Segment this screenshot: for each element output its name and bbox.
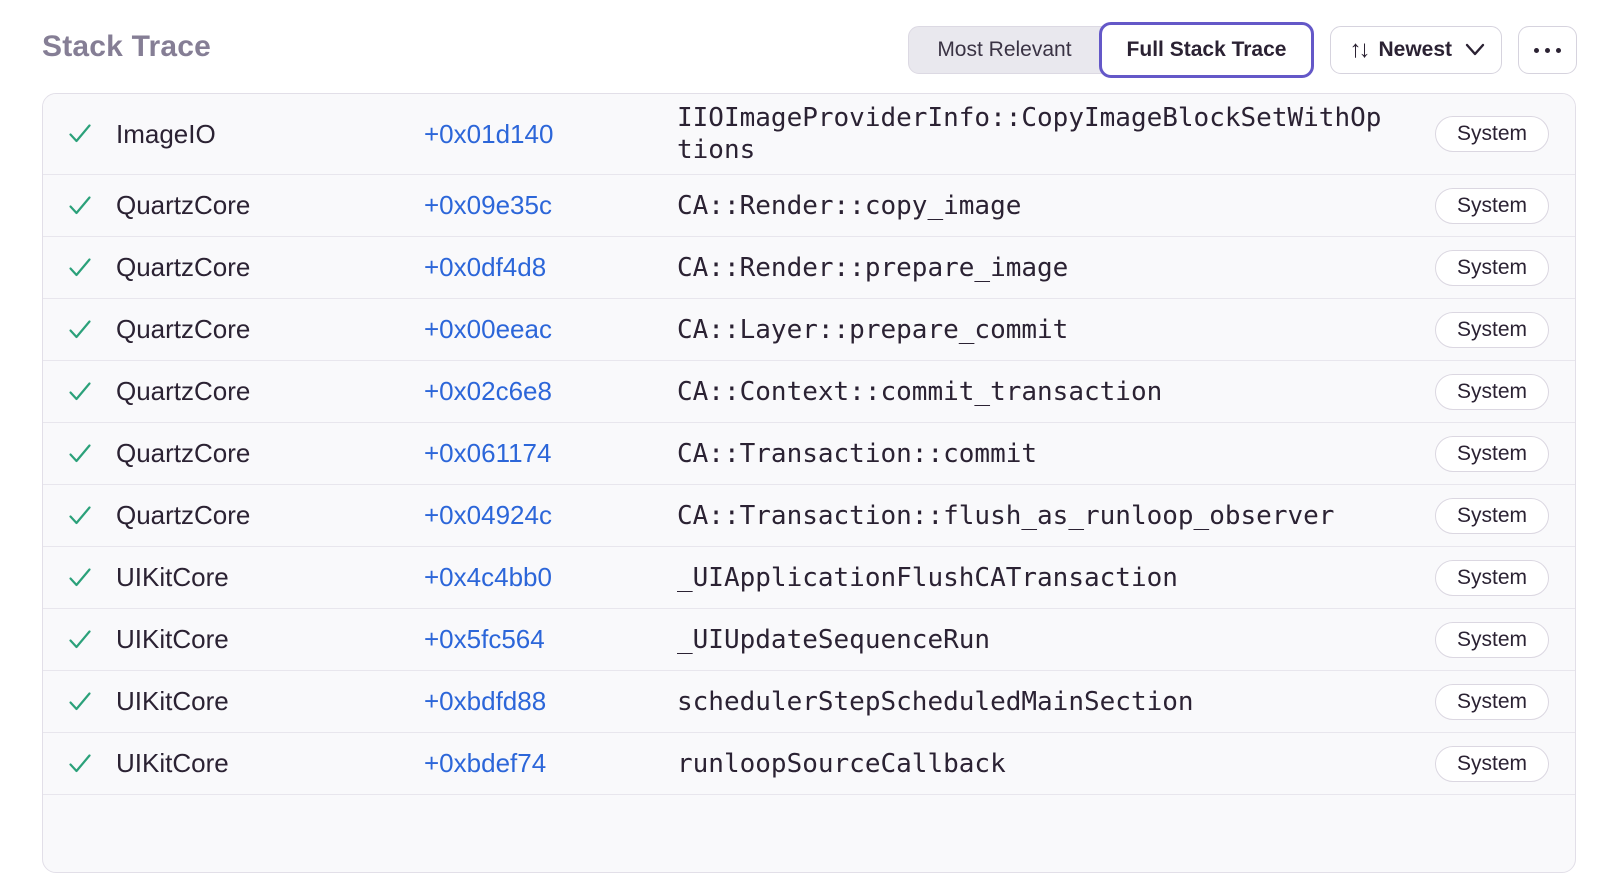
table-row-partial [43,795,1575,855]
frame-module: QuartzCore [116,252,251,282]
page-title: Stack Trace [42,30,211,63]
frame-system-badge: System [1434,249,1549,286]
view-toggle: Most Relevant Full Stack Trace [908,22,1315,78]
frame-address-link[interactable]: +0x0df4d8 [424,252,547,282]
table-row[interactable]: QuartzCore +0x061174 CA::Transaction::co… [43,423,1575,485]
table-row[interactable]: UIKitCore +0x5fc564 _UIUpdateSequenceRun… [43,609,1575,671]
frame-system-badge: System [1434,497,1549,534]
frame-address-link[interactable]: +0x09e35c [424,190,552,220]
table-row[interactable]: UIKitCore +0x4c4bb0 _UIApplicationFlushC… [43,547,1575,609]
frame-function: CA::Transaction::commit [677,438,1038,469]
table-row[interactable]: QuartzCore +0x09e35c CA::Render::copy_im… [43,175,1575,237]
check-icon [66,254,94,282]
check-icon [66,192,94,220]
table-row[interactable]: UIKitCore +0xbdef74 runloopSourceCallbac… [43,733,1575,795]
frame-function: CA::Layer::prepare_commit [677,314,1069,345]
frame-address-link[interactable]: +0x04924c [424,500,552,530]
check-icon [66,750,94,778]
frame-system-badge: System [1434,187,1549,224]
frame-function: CA::Render::copy_image [677,190,1022,221]
table-row[interactable]: UIKitCore +0xbdfd88 schedulerStepSchedul… [43,671,1575,733]
frame-module: UIKitCore [116,562,229,592]
frame-address-link[interactable]: +0xbdef74 [424,748,547,778]
frame-system-badge: System [1434,621,1549,658]
frame-system-badge: System [1434,311,1549,348]
sort-arrows-icon: ↑↓ [1349,36,1370,63]
frame-system-badge: System [1434,683,1549,720]
frame-function: CA::Render::prepare_image [677,252,1069,283]
frame-function: runloopSourceCallback [677,748,1006,779]
frame-module: UIKitCore [116,748,229,778]
more-options-button[interactable] [1518,26,1577,74]
check-icon [66,564,94,592]
check-icon [66,316,94,344]
frame-system-badge: System [1434,435,1549,472]
frame-system-badge: System [1434,116,1549,152]
frame-module: QuartzCore [116,500,251,530]
check-icon [66,120,94,148]
table-row[interactable]: QuartzCore +0x00eeac CA::Layer::prepare_… [43,299,1575,361]
table-row[interactable]: ImageIO +0x01d140 IIOImageProviderInfo::… [43,94,1575,175]
check-icon [66,378,94,406]
frame-module: UIKitCore [116,624,229,654]
stack-trace-table: ImageIO +0x01d140 IIOImageProviderInfo::… [42,93,1576,873]
stack-trace-header: Stack Trace Most Relevant Full Stack Tra… [0,0,1614,93]
header-controls: Most Relevant Full Stack Trace ↑↓ Newest [908,22,1577,78]
frame-address-link[interactable]: +0xbdfd88 [424,686,547,716]
frame-address-link[interactable]: +0x4c4bb0 [424,562,552,592]
frame-address-link[interactable]: +0x00eeac [424,314,552,344]
check-icon [66,688,94,716]
ellipsis-icon [1534,47,1539,53]
frame-address-link[interactable]: +0x061174 [424,438,552,468]
frame-module: ImageIO [116,118,216,149]
most-relevant-button[interactable]: Most Relevant [937,38,1072,61]
frame-module: UIKitCore [116,686,229,716]
sort-newest-button[interactable]: ↑↓ Newest [1330,26,1502,74]
check-icon [66,502,94,530]
chevron-down-icon [1465,43,1485,57]
frame-function: CA::Context::commit_transaction [677,376,1163,407]
table-row[interactable]: QuartzCore +0x02c6e8 CA::Context::commit… [43,361,1575,423]
frame-function: IIOImageProviderInfo::CopyImageBlockSetW… [677,103,1382,165]
table-row[interactable]: QuartzCore +0x0df4d8 CA::Render::prepare… [43,237,1575,299]
table-row[interactable]: QuartzCore +0x04924c CA::Transaction::fl… [43,485,1575,547]
frame-module: QuartzCore [116,438,251,468]
full-stack-trace-button[interactable]: Full Stack Trace [1098,22,1315,78]
frame-function: _UIUpdateSequenceRun [677,624,991,655]
check-icon [66,626,94,654]
frame-function: CA::Transaction::flush_as_runloop_observ… [677,500,1335,531]
frame-system-badge: System [1434,745,1549,782]
check-icon [66,440,94,468]
frame-function: _UIApplicationFlushCATransaction [677,562,1178,593]
frame-module: QuartzCore [116,190,251,220]
frame-module: QuartzCore [116,376,251,406]
sort-button-label: Newest [1378,38,1452,61]
frame-address-link[interactable]: +0x01d140 [424,118,554,149]
frame-address-link[interactable]: +0x5fc564 [424,624,545,654]
frame-function: schedulerStepScheduledMainSection [677,686,1194,717]
frame-module: QuartzCore [116,314,251,344]
frame-address-link[interactable]: +0x02c6e8 [424,376,552,406]
frame-system-badge: System [1434,559,1549,596]
frame-system-badge: System [1434,373,1549,410]
